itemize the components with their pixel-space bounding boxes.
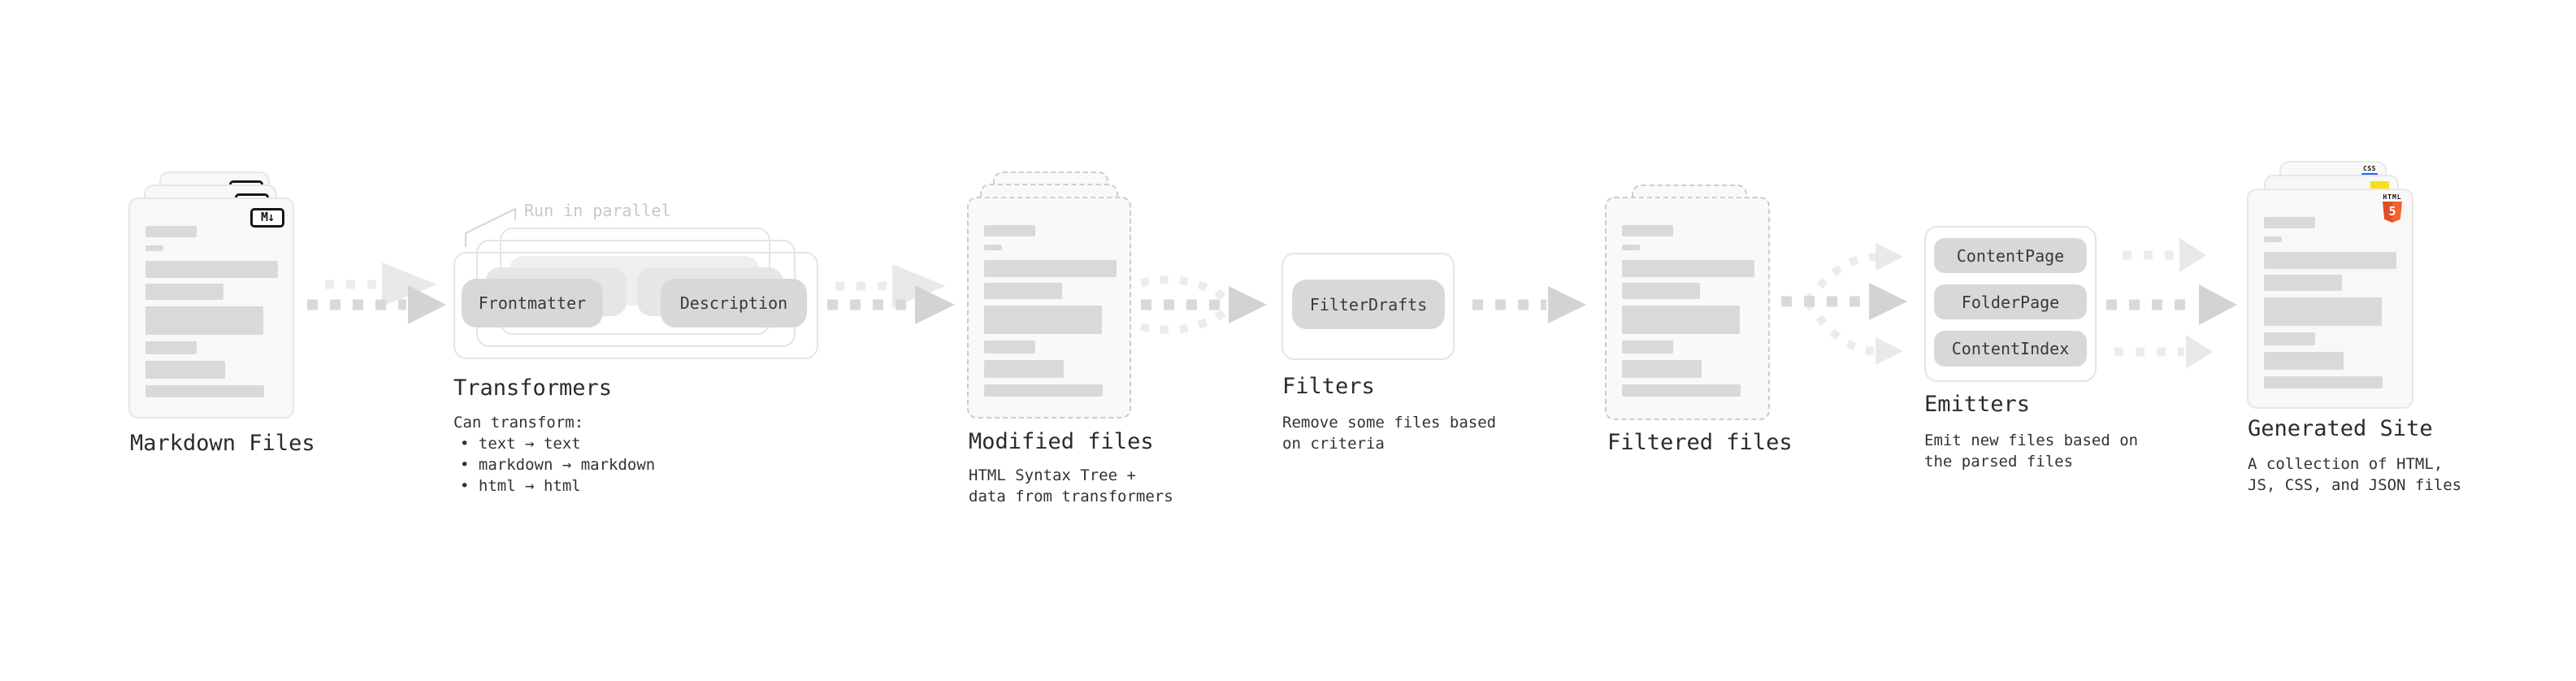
html5-icon-shield: 5 <box>2383 202 2402 223</box>
emitters-desc: Emit new files based on the parsed files <box>1924 432 2139 471</box>
doc-line <box>1622 245 1640 250</box>
transformers-desc-heading: Can transform: <box>453 414 584 432</box>
doc-line <box>1622 283 1700 299</box>
run-in-parallel-leader-line <box>465 207 516 247</box>
html5-icon-label: HTML <box>2383 193 2402 201</box>
doc-line <box>984 340 1035 354</box>
arrow-modified-to-filters <box>1139 275 1267 334</box>
doc-line <box>984 283 1062 299</box>
filters-title: Filters <box>1282 374 1375 399</box>
generated-site-title: Generated Site <box>2248 416 2433 441</box>
contentindex-pill: ContentIndex <box>1934 331 2087 367</box>
modified-files-title: Modified files <box>969 429 1154 454</box>
markdown-icon: M↓ <box>250 208 284 228</box>
modified-files-desc: HTML Syntax Tree + data from transformer… <box>969 466 1173 505</box>
transformers-title: Transformers <box>453 375 613 401</box>
filtered-files-title: Filtered files <box>1607 430 1793 455</box>
doc-line <box>145 226 197 237</box>
javascript-icon <box>2370 181 2389 190</box>
arrow-markdown-to-transformers <box>307 262 446 324</box>
transformers-bullet: • text → text <box>460 435 581 453</box>
doc-line <box>984 225 1035 236</box>
contentpage-pill: ContentPage <box>1934 238 2087 273</box>
markdown-file-card-front: M↓ <box>128 197 294 419</box>
transformer-box-front <box>453 252 818 359</box>
doc-line <box>1622 360 1702 378</box>
emitters-title: Emitters <box>1924 392 2031 417</box>
doc-line <box>984 260 1117 277</box>
doc-line <box>145 261 278 278</box>
doc-line <box>2264 332 2315 345</box>
doc-line <box>2264 236 2282 242</box>
doc-line <box>1622 260 1754 277</box>
doc-line <box>1622 384 1741 397</box>
doc-line <box>145 284 223 300</box>
run-in-parallel-note: Run in parallel <box>524 201 671 220</box>
doc-line <box>145 341 197 354</box>
html5-icon: HTML 5 <box>2382 193 2403 223</box>
doc-line <box>2264 217 2315 228</box>
doc-line <box>1622 340 1673 354</box>
arrow-transformers-to-modified <box>827 264 955 324</box>
doc-line <box>2264 376 2383 388</box>
transformers-bullet: • html → html <box>460 477 581 495</box>
folderpage-pill: FolderPage <box>1934 284 2087 319</box>
doc-line <box>984 384 1103 397</box>
doc-line <box>984 360 1064 378</box>
generated-site-desc: A collection of HTML, JS, CSS, and JSON … <box>2248 455 2462 494</box>
doc-line <box>145 306 263 335</box>
markdown-files-title: Markdown Files <box>130 431 315 456</box>
doc-line <box>145 245 163 251</box>
doc-line <box>145 361 225 379</box>
modified-file-card-front <box>967 197 1131 419</box>
filterdrafts-pill: FilterDrafts <box>1292 280 1445 329</box>
transformers-bullet: • markdown → markdown <box>460 456 656 474</box>
arrow-emitters-to-generated <box>2106 238 2237 369</box>
doc-line <box>2264 352 2344 370</box>
arrow-filtered-to-emitters <box>1781 243 1907 365</box>
doc-line <box>2264 275 2342 291</box>
doc-line <box>145 385 264 397</box>
doc-line <box>1622 225 1673 236</box>
doc-line <box>984 306 1102 334</box>
arrow-filters-to-filtered <box>1472 286 1586 323</box>
doc-line <box>984 245 1002 250</box>
filtered-file-card-front <box>1605 197 1770 420</box>
frontmatter-pill: Frontmatter <box>462 279 603 327</box>
filters-desc: Remove some files based on criteria <box>1282 414 1497 453</box>
css-icon-label: CSS <box>2363 165 2376 172</box>
doc-line <box>2264 252 2396 269</box>
html-file-card-front: HTML 5 <box>2247 189 2413 409</box>
description-pill: Description <box>661 279 807 327</box>
doc-line <box>1622 306 1740 334</box>
doc-line <box>2264 297 2382 326</box>
